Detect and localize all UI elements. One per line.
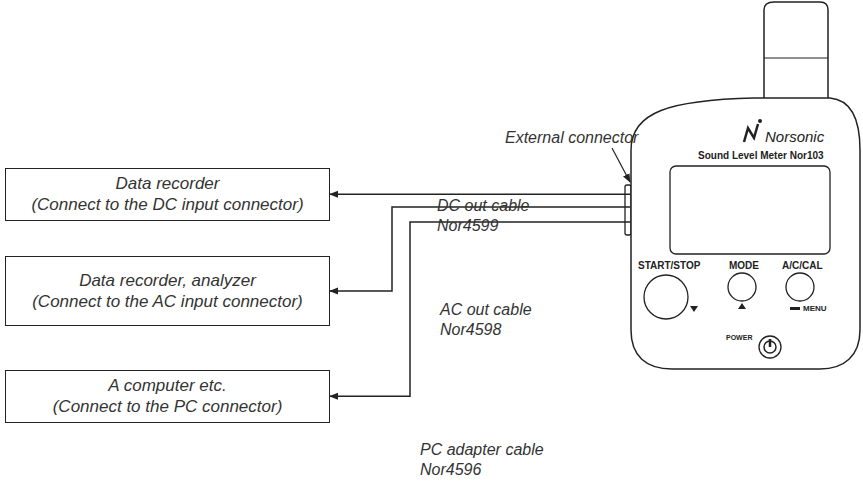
meter-outline: [630, 0, 862, 372]
sound-level-meter: NorsonicSound Level Meter Nor103START/ST…: [630, 0, 862, 372]
device-name: A computer etc.: [108, 375, 226, 396]
cable-arrow: [330, 194, 630, 196]
brand-name: Norsonic: [765, 129, 824, 144]
callout-label: External connector: [505, 128, 638, 148]
cable-arrow: [330, 222, 630, 396]
device-note: (Connect to the DC input connector): [31, 194, 303, 215]
device-box: A computer etc.(Connect to the PC connec…: [5, 370, 330, 423]
leader-line: [612, 148, 630, 182]
button-label: MENU: [803, 305, 827, 313]
connector-port: [625, 185, 631, 235]
device-name: Data recorder, analyzer: [79, 270, 256, 291]
device-note: (Connect to the AC input connector): [32, 291, 303, 312]
button-label: START/STOP: [638, 261, 700, 271]
cable-label: DC out cable Nor4599: [437, 196, 545, 236]
model-name: Sound Level Meter Nor103: [698, 151, 824, 161]
device-box: Data recorder(Connect to the DC input co…: [5, 168, 330, 221]
device-name: Data recorder: [116, 173, 220, 194]
cable-label: PC adapter cable Nor4596: [420, 440, 544, 480]
device-box: Data recorder, analyzer(Connect to the A…: [5, 256, 330, 326]
button-label: MODE: [729, 261, 759, 271]
cable-label: AC out cable Nor4598: [440, 300, 548, 340]
button-label: POWER: [726, 334, 752, 341]
button-label: A/C/CAL: [782, 261, 823, 271]
device-note: (Connect to the PC connector): [53, 396, 283, 417]
